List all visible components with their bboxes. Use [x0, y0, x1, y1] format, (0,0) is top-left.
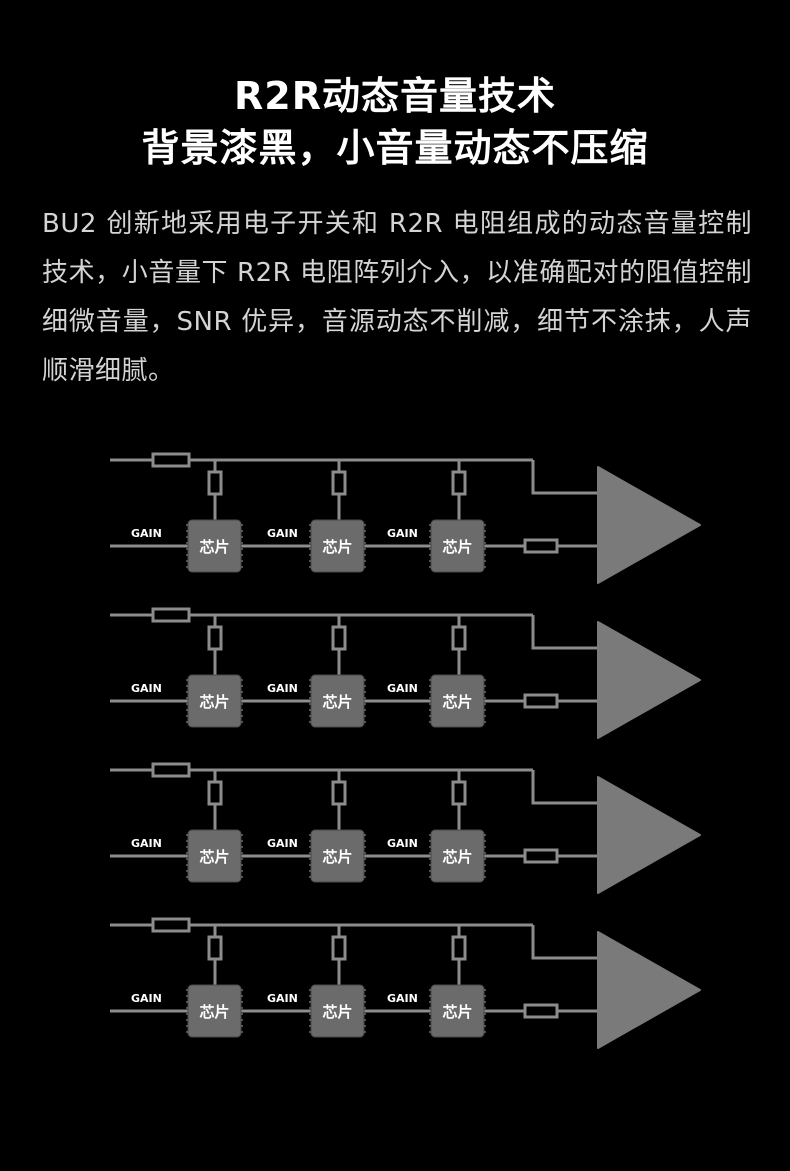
chip-label: 芯片 [442, 848, 472, 866]
tap-resistor [207, 470, 223, 496]
chip-label: 芯片 [199, 1003, 229, 1021]
input-resistor [151, 762, 191, 778]
tap-resistor [331, 780, 347, 806]
tap-resistor [207, 780, 223, 806]
chip-label: 芯片 [442, 1003, 472, 1021]
gain-label: GAIN [267, 682, 298, 695]
gain-label: GAIN [131, 682, 162, 695]
description-paragraph: BU2 创新地采用电子开关和 R2R 电阻组成的动态音量控制技术，小音量下 R2… [42, 209, 752, 386]
chip [310, 674, 365, 728]
gain-label: GAIN [267, 992, 298, 1005]
tap-resistor [331, 470, 347, 496]
gain-label: GAIN [131, 527, 162, 540]
tap-resistor [451, 935, 467, 961]
chip-label: 芯片 [322, 693, 352, 711]
tap-resistor [331, 625, 347, 651]
header: R2R动态音量技术 背景漆黑，小音量动态不压缩 [0, 70, 790, 174]
chip [310, 519, 365, 573]
gain-label: GAIN [387, 527, 418, 540]
gain-label: GAIN [267, 837, 298, 850]
amplifier-triangle [597, 776, 701, 894]
tap-resistor [451, 780, 467, 806]
output-resistor [523, 693, 559, 709]
chip [310, 984, 365, 1038]
chip [430, 674, 485, 728]
chip-label: 芯片 [322, 848, 352, 866]
tap-resistor [207, 935, 223, 961]
gain-label: GAIN [387, 682, 418, 695]
input-resistor [151, 607, 191, 623]
chip-label: 芯片 [199, 538, 229, 556]
gain-label: GAIN [131, 992, 162, 1005]
chip [187, 674, 242, 728]
amp-input-wire [531, 460, 598, 495]
amplifier-triangle [597, 621, 701, 739]
input-resistor [151, 917, 191, 933]
input-resistor [151, 452, 191, 468]
chip [187, 829, 242, 883]
amplifier-triangle [597, 466, 701, 584]
output-resistor [523, 1003, 559, 1019]
output-resistor [523, 848, 559, 864]
chip [187, 984, 242, 1038]
gain-label: GAIN [387, 837, 418, 850]
chip-label: 芯片 [199, 693, 229, 711]
amp-input-wire [531, 615, 598, 650]
r2r-circuit-diagram: 芯片 GAIN 芯片 GAIN 芯片 GAIN 芯片 GAIN 芯片 GAIN 芯片 GAIN 芯片 GA… [0, 430, 790, 1070]
gain-label: GAIN [267, 527, 298, 540]
title-line-2: 背景漆黑，小音量动态不压缩 [141, 126, 649, 170]
chip [430, 984, 485, 1038]
chip-label: 芯片 [322, 538, 352, 556]
chip-label: 芯片 [322, 1003, 352, 1021]
title-line-1: R2R动态音量技术 [234, 74, 556, 118]
chip-label: 芯片 [442, 693, 472, 711]
gain-label: GAIN [387, 992, 418, 1005]
gain-label: GAIN [131, 837, 162, 850]
amplifier-triangle [597, 931, 701, 1049]
circuit-svg: 芯片 GAIN 芯片 GAIN 芯片 GAIN 芯片 GAIN 芯片 GAIN 芯片 GAIN 芯片 GA… [110, 452, 701, 1049]
chip [430, 519, 485, 573]
chip [310, 829, 365, 883]
chip-label: 芯片 [442, 538, 472, 556]
chip [430, 829, 485, 883]
output-resistor [523, 538, 559, 554]
tap-resistor [451, 470, 467, 496]
chip-label: 芯片 [199, 848, 229, 866]
amp-input-wire [531, 925, 598, 960]
tap-resistor [451, 625, 467, 651]
amp-input-wire [531, 770, 598, 805]
tap-resistor [207, 625, 223, 651]
tap-resistor [331, 935, 347, 961]
chip [187, 519, 242, 573]
